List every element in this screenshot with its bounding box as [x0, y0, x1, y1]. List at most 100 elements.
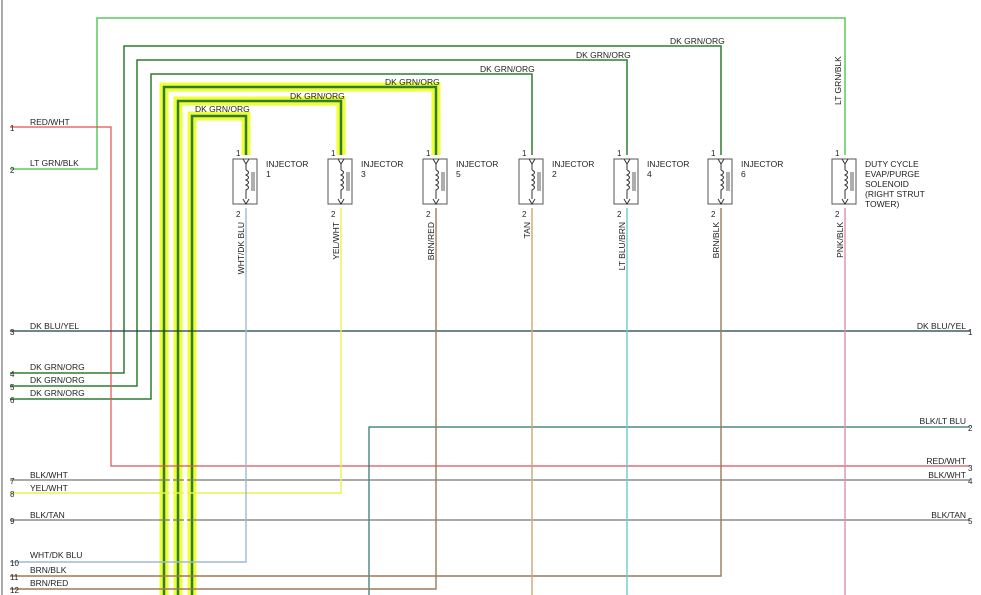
component-name: DUTY CYCLE — [865, 159, 919, 169]
left-pin-9-label: BLK/TAN — [30, 510, 65, 520]
left-pin-6-label: DK GRN/ORG — [30, 388, 85, 398]
top-wire-labels: DK GRN/ORG DK GRN/ORG DK GRN/ORG DK GRN/… — [195, 36, 843, 114]
wire-yel-wht — [10, 208, 342, 494]
pin-top-num: 1 — [617, 149, 622, 158]
left-pin-2-label: LT GRN/BLK — [30, 158, 79, 168]
left-pin-6-num: 6 — [10, 396, 15, 405]
left-pin-1-num: 1 — [10, 124, 15, 133]
wire-dkgrn-inj3 — [176, 99, 343, 595]
wire-wht-dk-blu — [10, 208, 247, 563]
wire-lt-grn-blk — [10, 17, 846, 170]
component-name: INJECTOR — [266, 159, 308, 169]
pin-bottom-num: 2 — [331, 210, 336, 219]
label-dkgrn-b: DK GRN/ORG — [576, 50, 631, 60]
left-pin-3-num: 3 — [10, 328, 15, 337]
label-dkgrn-c: DK GRN/ORG — [480, 64, 535, 74]
left-pin-4-num: 4 — [10, 370, 15, 379]
pin-bottom-arrow — [717, 198, 725, 205]
label-dkgrn-e: DK GRN/ORG — [290, 91, 345, 101]
label-ltgrn-vertical: LT GRN/BLK — [833, 56, 843, 105]
pin-top-num: 1 — [522, 149, 527, 158]
wire-out-label: TAN — [522, 222, 532, 238]
crossing-marks — [170, 478, 187, 522]
component-name: INJECTOR — [741, 159, 783, 169]
left-pin-1-label: RED/WHT — [30, 117, 70, 127]
wire-dkgrn-inj6 — [10, 45, 722, 374]
component-number: 1 — [266, 169, 271, 179]
left-connector: 1 RED/WHT 2 LT GRN/BLK 3 DK BLU/YEL 4 DK… — [10, 117, 85, 595]
label-dkgrn-a: DK GRN/ORG — [670, 36, 725, 46]
component-number: 3 — [361, 169, 366, 179]
left-pin-12-num: 12 — [10, 586, 19, 595]
right-pin-4-label: BLK/WHT — [928, 470, 966, 480]
green-wires — [10, 17, 846, 595]
left-pin-11-label: BRN/BLK — [30, 565, 67, 575]
right-pin-2-label: BLK/LT BLU — [920, 416, 966, 426]
wire-dkgrn-inj4 — [10, 59, 628, 387]
wire-out-label: BRN/BLK — [711, 222, 721, 259]
component-number: 5 — [456, 169, 461, 179]
pin-top-num: 1 — [711, 149, 716, 158]
pin-bottom-num: 2 — [835, 210, 840, 219]
component-box — [327, 158, 353, 205]
coil-icon — [434, 169, 439, 193]
left-pin-10-num: 10 — [10, 559, 19, 568]
component-number: 2 — [552, 169, 557, 179]
left-pin-9-num: 9 — [10, 517, 15, 526]
left-pin-11-num: 11 — [10, 573, 19, 582]
wire-dkgrn-inj1 — [190, 114, 248, 595]
pin-bottom-arrow — [841, 198, 849, 205]
component-number: 6 — [741, 169, 746, 179]
wire-dkgrn-inj5 — [162, 85, 438, 595]
component-name: INJECTOR — [361, 159, 403, 169]
component-box — [232, 158, 258, 205]
component-name: INJECTOR — [647, 159, 689, 169]
left-pin-5-num: 5 — [10, 383, 15, 392]
right-pin-2-num: 2 — [968, 424, 973, 433]
label-dkgrn-f: DK GRN/ORG — [195, 104, 250, 114]
pin-bottom-num: 2 — [426, 210, 431, 219]
component-box — [831, 158, 857, 205]
pin-top-num: 1 — [236, 149, 241, 158]
coil-icon — [843, 169, 848, 193]
wire-out-label: YEL/WHT — [331, 222, 341, 260]
component-line-4: (RIGHT STRUT — [865, 189, 925, 199]
component-box — [707, 158, 733, 205]
label-dkgrn-d: DK GRN/ORG — [385, 77, 440, 87]
pin-bottom-num: 2 — [522, 210, 527, 219]
right-pin-5-num: 5 — [968, 517, 973, 526]
right-connector: DK BLU/YEL 1 BLK/LT BLU 2 RED/WHT 3 BLK/… — [917, 321, 973, 526]
left-pin-12-label: BRN/RED — [30, 578, 68, 588]
component-box — [518, 158, 544, 205]
pin-bottom-arrow — [432, 198, 440, 205]
pin-bottom-arrow — [623, 198, 631, 205]
left-pin-7-num: 7 — [10, 477, 15, 486]
coil-icon — [244, 169, 249, 193]
left-pin-2-num: 2 — [10, 166, 15, 175]
left-pin-8-num: 8 — [10, 490, 15, 499]
component-line-2: EVAP/PURGE — [865, 169, 920, 179]
component-box — [613, 158, 639, 205]
wire-red-wht — [10, 126, 970, 467]
coil-icon — [530, 169, 535, 193]
right-pin-1-num: 1 — [968, 328, 973, 337]
left-pin-4-label: DK GRN/ORG — [30, 362, 85, 372]
component-name: INJECTOR — [456, 159, 498, 169]
left-pin-8-label: YEL/WHT — [30, 483, 68, 493]
component-number: 4 — [647, 169, 652, 179]
wire-brn-blk — [10, 208, 722, 577]
pin-bottom-num: 2 — [711, 210, 716, 219]
right-pin-5-label: BLK/TAN — [931, 510, 966, 520]
left-pin-3-label: DK BLU/YEL — [30, 321, 79, 331]
left-pin-7-label: BLK/WHT — [30, 470, 68, 480]
wire-blk-lt-blu — [368, 426, 970, 595]
component-box — [422, 158, 448, 205]
